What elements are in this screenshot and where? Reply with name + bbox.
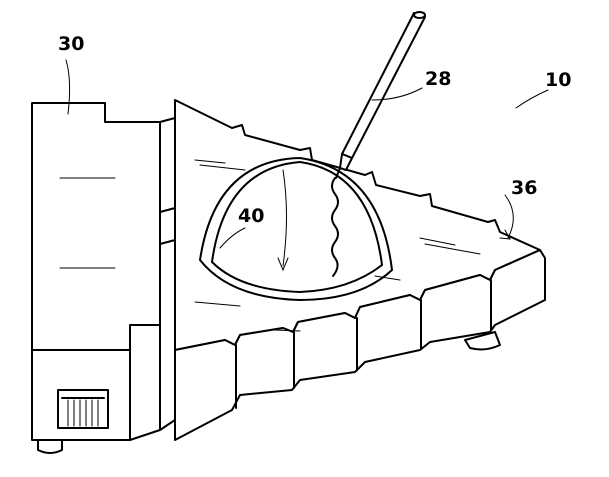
leader-lines xyxy=(65,59,549,249)
ref-30: 30 xyxy=(58,33,84,55)
ref-28: 28 xyxy=(425,68,451,90)
ref-36: 36 xyxy=(511,177,537,199)
ref-40: 40 xyxy=(238,205,264,227)
stylus xyxy=(335,11,426,179)
ref-10: 10 xyxy=(545,69,571,91)
knurled-knob-icon[interactable] xyxy=(57,389,109,429)
dome xyxy=(199,157,393,301)
left-block xyxy=(31,102,231,454)
